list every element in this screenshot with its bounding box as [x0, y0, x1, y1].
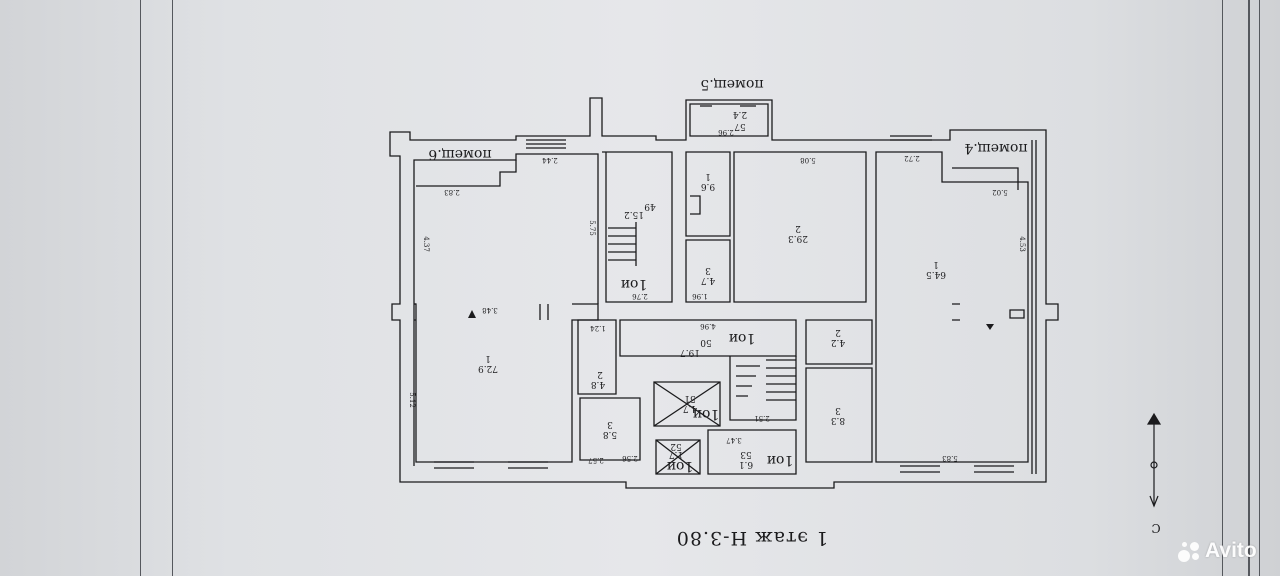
room-number: 3 [835, 405, 841, 415]
room-number: 2 [597, 369, 603, 379]
dimension-label: 2.51 [754, 414, 770, 422]
room-number: 1 [485, 353, 491, 363]
room-number: 2 [835, 327, 841, 337]
entrance-marker [986, 324, 994, 330]
room-type-label: 1ои [729, 330, 756, 346]
room-type-label: 1ои [693, 406, 720, 422]
room-number: 49 [644, 201, 656, 211]
room-area: 64.5 [926, 269, 946, 279]
dimension-label: 3.47 [726, 436, 742, 444]
room-number: 3 [607, 419, 613, 429]
paper-edge-line [140, 0, 141, 576]
room-area: 6.1 [739, 459, 753, 469]
dimension-label: 5.02 [992, 188, 1008, 196]
dimension-label: 4.53 [1018, 236, 1026, 252]
room-number: 52 [670, 441, 681, 451]
room-area: 15.2 [624, 209, 644, 219]
premise-label: помещ.5 [700, 76, 763, 92]
room-area: 4.8 [591, 379, 606, 389]
dimension-label: 2.83 [444, 188, 460, 196]
room-number: 57 [734, 121, 746, 131]
room-number: 1 [705, 171, 711, 181]
dimension-label: 2.57 [588, 456, 604, 464]
room-area: 29.3 [788, 233, 808, 243]
premise-label: помещ.6 [428, 146, 491, 162]
dimension-label: 5.12 [408, 392, 416, 408]
avito-dots-icon [1176, 538, 1202, 564]
dimension-label: 5.75 [588, 220, 596, 236]
dimension-label: 2.44 [542, 156, 558, 164]
paper-edge-line [172, 0, 173, 576]
dimension-label: 2.76 [632, 292, 648, 300]
room-area: 4.2 [831, 337, 845, 347]
dimension-label: 1.24 [590, 324, 606, 332]
watermark-logo: Avito [1176, 538, 1272, 564]
room-area: 19.7 [680, 347, 700, 357]
dimension-label: 1.96 [692, 292, 708, 300]
dimension-label: 2.56 [622, 454, 638, 462]
room-area: 72.9 [478, 363, 498, 373]
room-number: 53 [740, 449, 752, 459]
compass-arrow [1146, 412, 1162, 508]
room-type-label: 1ои [667, 458, 694, 474]
dimension-label: 2.96 [718, 128, 734, 136]
room-type-label: 1ои [621, 276, 648, 292]
room-area: 5.8 [603, 429, 618, 439]
dimension-label: 4.96 [700, 322, 716, 330]
dimension-label: 3.48 [482, 306, 498, 314]
watermark-text: Avito [1205, 539, 1257, 562]
room-number: 2 [795, 223, 801, 233]
paper-edge-line [1259, 0, 1260, 576]
room-number: 3 [705, 265, 711, 275]
room-area: 9.6 [701, 181, 716, 191]
dimension-label: 5.08 [800, 156, 816, 164]
room-number: 51 [684, 393, 695, 403]
room-area: 2.4 [733, 109, 748, 119]
dimension-label: 2.72 [904, 154, 920, 162]
entrance-marker [468, 310, 476, 318]
plan-walls [389, 97, 1059, 489]
paper-edge-line [1222, 0, 1223, 576]
room-area: 4.7 [683, 403, 698, 413]
dimension-label: 4.37 [422, 236, 430, 252]
room-type-label: 1ои [767, 452, 794, 468]
paper-edge-line [1248, 0, 1250, 576]
dimension-label: 5.83 [942, 454, 958, 462]
room-area: 1.7 [669, 449, 684, 459]
room-number: 1 [933, 259, 939, 269]
premise-label: помещ.4 [964, 140, 1027, 156]
compass-letter: С [1151, 521, 1160, 535]
room-number: 50 [700, 337, 712, 347]
floor-caption: 1 этаж Н-3.80 [675, 527, 829, 549]
room-area: 4.7 [701, 275, 716, 285]
room-area: 8.3 [831, 415, 846, 425]
